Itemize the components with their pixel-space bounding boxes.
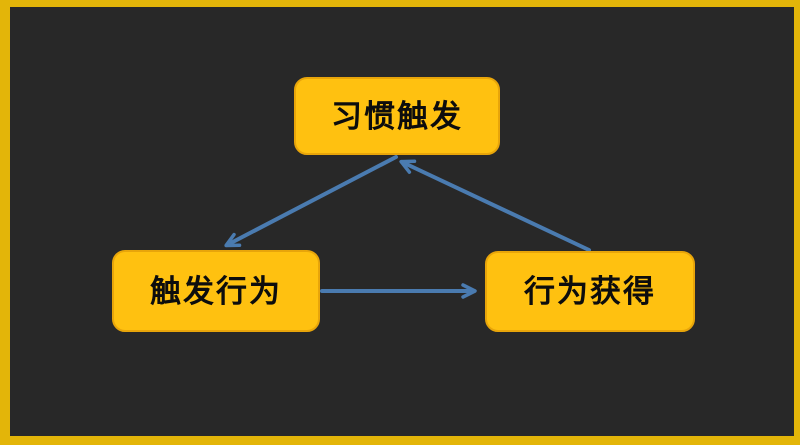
node-behavior-acquire-label: 行为获得 <box>524 274 656 309</box>
node-habit-trigger: 习惯触发 <box>294 77 500 155</box>
node-trigger-behavior: 触发行为 <box>112 250 320 332</box>
slide-canvas <box>10 7 794 436</box>
node-behavior-acquire: 行为获得 <box>485 251 695 332</box>
node-trigger-behavior-label: 触发行为 <box>150 273 282 309</box>
node-habit-trigger-label: 习惯触发 <box>331 98 463 134</box>
